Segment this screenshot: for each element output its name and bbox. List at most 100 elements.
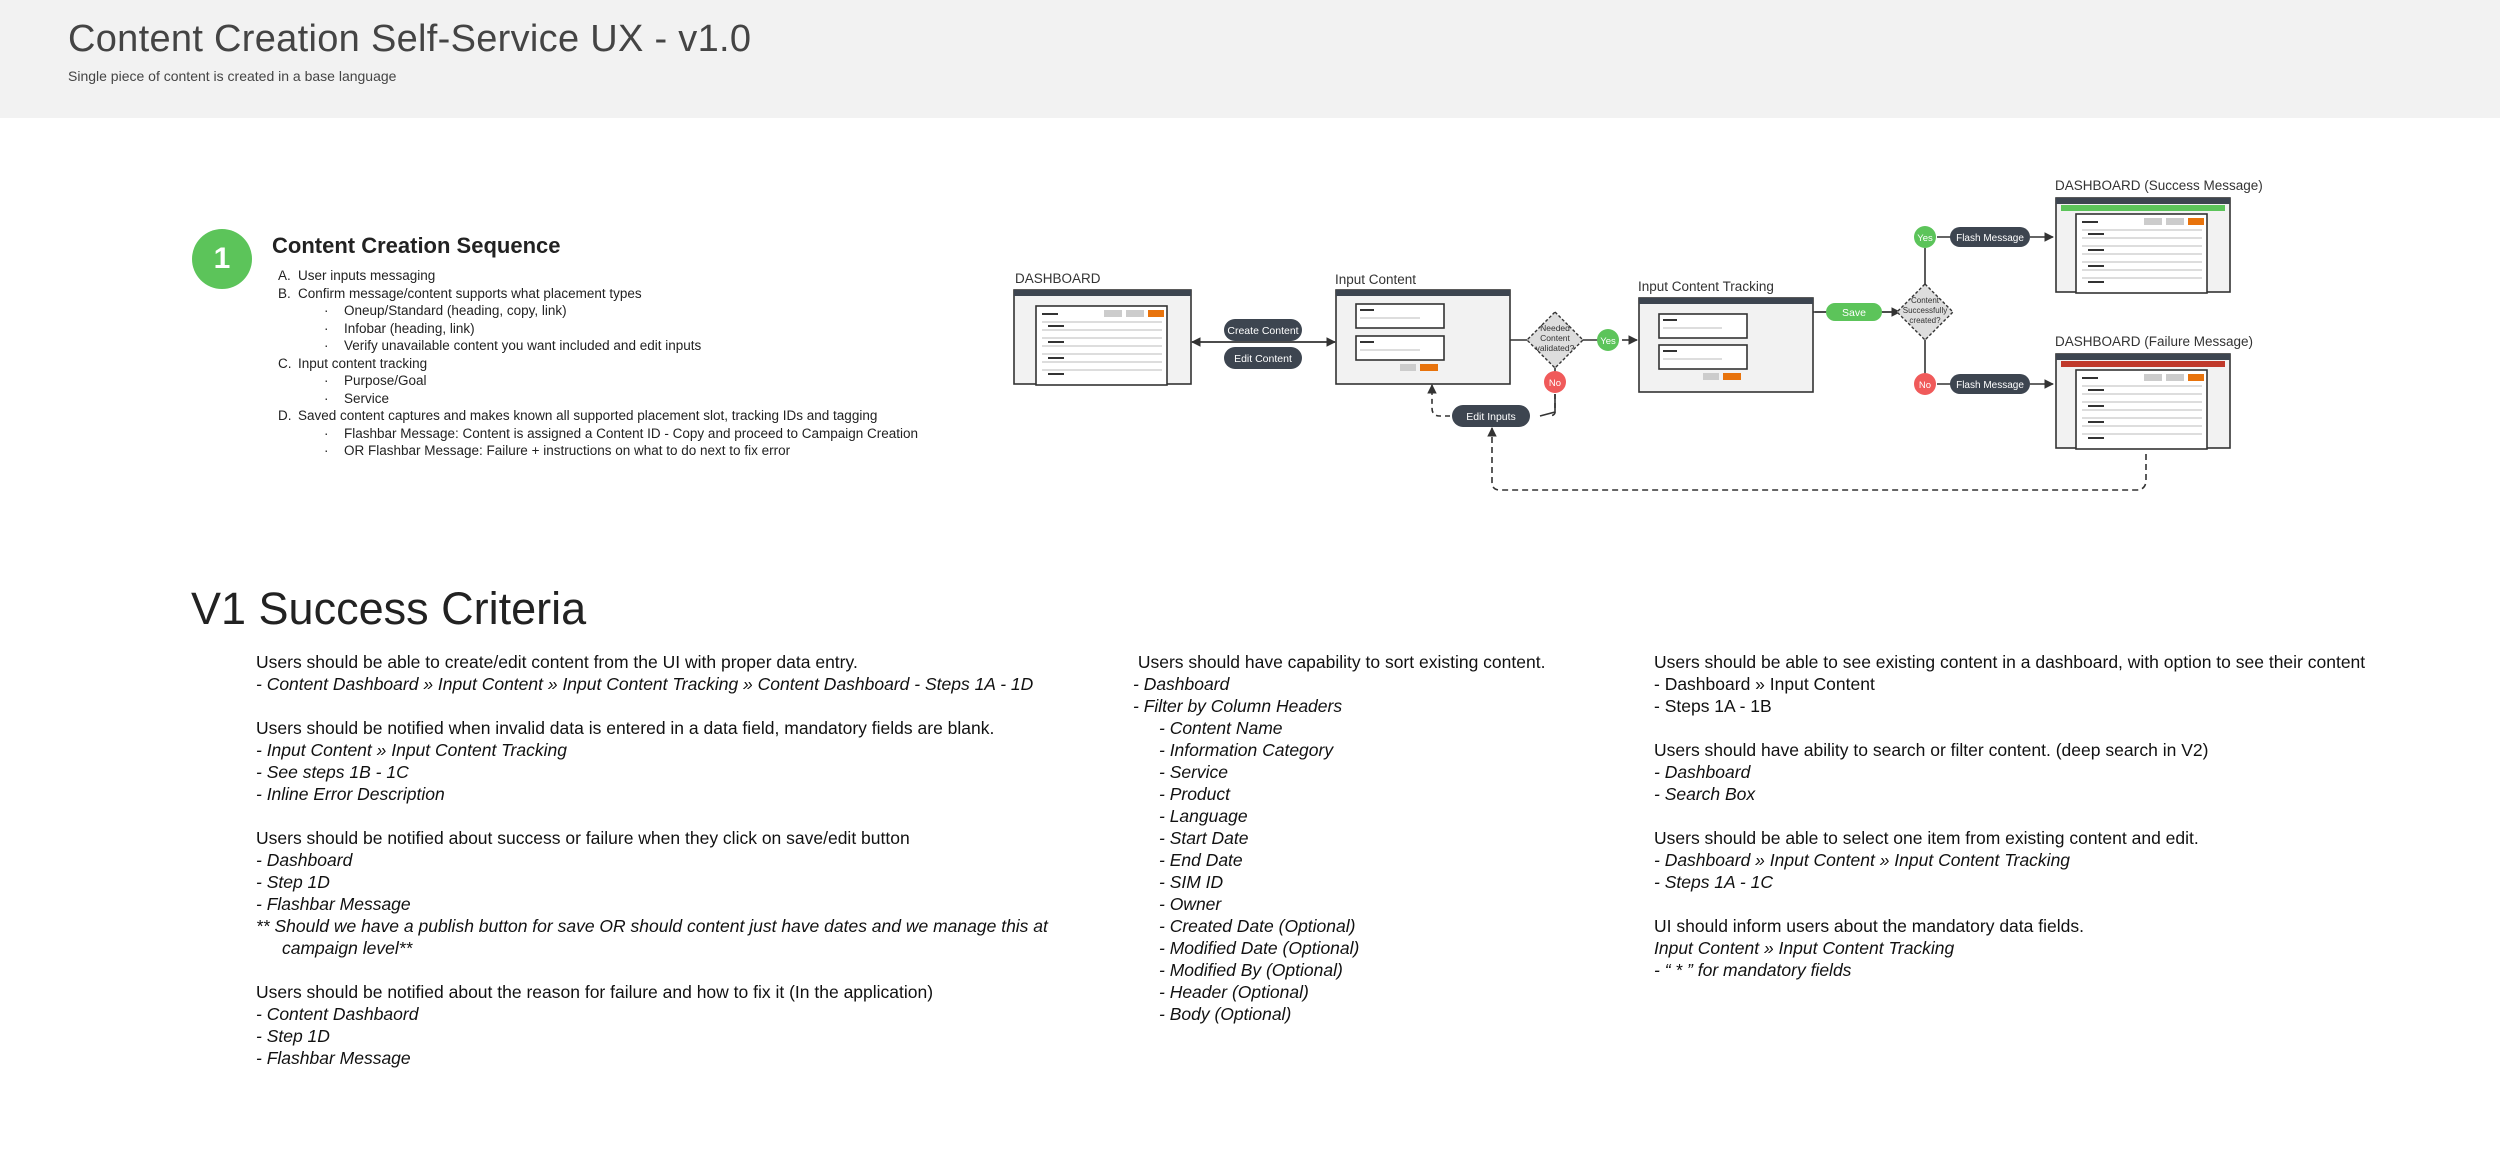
sequence-item-d: D.Saved content captures and makes known… <box>278 408 878 423</box>
criteria-line: - Step 1D <box>256 872 330 892</box>
edit-content-button[interactable]: Edit Content <box>1224 347 1302 369</box>
sequence-subitem: ·Purpose/Goal <box>324 373 427 388</box>
dashboard-screen <box>1013 289 1192 386</box>
criteria-line: - SIM ID <box>1159 872 1224 892</box>
input-content-label: Input Content <box>1335 272 1416 287</box>
criteria-line: Users should be notified when invalid da… <box>256 718 995 738</box>
criteria-column-1: Users should be able to create/edit cont… <box>256 651 1048 1069</box>
input-content-screen <box>1335 289 1511 385</box>
dashboard-success-screen <box>2055 197 2231 294</box>
input-tracking-screen <box>1638 297 1814 393</box>
criteria-line: - Input Content » Input Content Tracking <box>256 740 567 760</box>
success-criteria-heading: V1 Success Criteria <box>191 583 587 634</box>
input-tracking-label: Input Content Tracking <box>1638 279 1774 294</box>
criteria-line: - Content Dashboard » Input Content » In… <box>256 674 1034 694</box>
svg-text:validated?: validated? <box>1536 343 1575 353</box>
no-badge: No <box>1914 373 1936 395</box>
svg-text:Content: Content <box>1911 296 1940 305</box>
flash-message-success-pill: Flash Message <box>1950 227 2030 247</box>
criteria-line: - “ * ” for mandatory fields <box>1654 960 1852 980</box>
svg-text:Yes: Yes <box>1917 233 1933 244</box>
yes-badge: Yes <box>1597 329 1619 351</box>
criteria-line: - Language <box>1159 806 1248 826</box>
criteria-line: - Inline Error Description <box>256 784 445 804</box>
edit-inputs-button[interactable]: Edit Inputs <box>1452 405 1530 427</box>
criteria-column-3: Users should be able to see existing con… <box>1654 651 2365 981</box>
criteria-line: - Product <box>1159 784 1230 804</box>
criteria-line: - Start Date <box>1159 828 1249 848</box>
svg-text:Needed: Needed <box>1540 323 1570 333</box>
criteria-line: - Content Dashbaord <box>256 1004 419 1024</box>
step-number-badge: 1 <box>192 229 252 289</box>
criteria-line: - Owner <box>1159 894 1222 914</box>
svg-text:Flash Message: Flash Message <box>1956 380 2024 391</box>
dashboard-label: DASHBOARD <box>1015 271 1101 286</box>
svg-text:Successfully: Successfully <box>1903 306 1947 315</box>
svg-text:Create Content: Create Content <box>1227 325 1298 337</box>
criteria-line: ** Should we have a publish button for s… <box>256 916 1048 936</box>
criteria-line: - Steps 1A - 1C <box>1654 872 1773 892</box>
criteria-line: - See steps 1B - 1C <box>256 762 409 782</box>
criteria-line: - Flashbar Message <box>256 1048 411 1068</box>
criteria-line: Users should have capability to sort exi… <box>1133 652 1546 672</box>
sequence-list: A.User inputs messaging B.Confirm messag… <box>278 267 918 460</box>
page-header: Content Creation Self-Service UX - v1.0 … <box>0 0 2500 118</box>
criteria-line: - Modified Date (Optional) <box>1159 938 1360 958</box>
svg-text:No: No <box>1919 380 1931 391</box>
criteria-line: - Flashbar Message <box>256 894 411 914</box>
svg-text:Yes: Yes <box>1600 336 1616 347</box>
sequence-subitem: ·Infobar (heading, link) <box>324 320 475 336</box>
criteria-line: - Step 1D <box>256 1026 330 1046</box>
sequence-item-a: A.User inputs messaging <box>278 268 436 283</box>
svg-text:Save: Save <box>1842 307 1866 319</box>
flow-connectors <box>1191 232 2147 491</box>
content-validated-decision: Needed Content validated? <box>1526 311 1584 369</box>
sequence-item-c: C.Input content tracking <box>278 355 428 371</box>
sequence-subitem: ·OR Flashbar Message: Failure + instruct… <box>324 443 791 458</box>
yes-badge: Yes <box>1914 226 1936 248</box>
criteria-line: - Created Date (Optional) <box>1159 916 1356 936</box>
create-content-button[interactable]: Create Content <box>1224 319 1302 341</box>
sequence-title: Content Creation Sequence <box>272 233 561 258</box>
criteria-line: Users should be notified about success o… <box>256 828 910 848</box>
page-title: Content Creation Self-Service UX - v1.0 <box>68 18 752 60</box>
dashboard-success-label: DASHBOARD (Success Message) <box>2055 178 2263 193</box>
criteria-line: - Dashboard » Input Content <box>1654 674 1875 694</box>
content-created-decision: Content Successfully created? <box>1896 283 1954 341</box>
criteria-line: - Content Name <box>1159 718 1283 738</box>
criteria-line: - Header (Optional) <box>1159 982 1309 1002</box>
sequence-subitem: ·Flashbar Message: Content is assigned a… <box>324 425 919 441</box>
criteria-line: - Body (Optional) <box>1159 1004 1292 1024</box>
criteria-line: - Modified By (Optional) <box>1159 960 1343 980</box>
criteria-line: - Dashboard <box>1654 762 1751 782</box>
criteria-line: Users should be able to create/edit cont… <box>256 652 858 672</box>
criteria-line: Users should be able to select one item … <box>1654 828 2199 848</box>
criteria-line: campaign level** <box>282 938 413 958</box>
criteria-line: - Steps 1A - 1B <box>1654 696 1772 716</box>
flash-message-failure-pill: Flash Message <box>1950 374 2030 394</box>
sequence-subitem: ·Oneup/Standard (heading, copy, link) <box>324 303 567 318</box>
dashboard-failure-screen <box>2055 353 2231 450</box>
criteria-line: - End Date <box>1159 850 1243 870</box>
dashboard-failure-label: DASHBOARD (Failure Message) <box>2055 334 2253 349</box>
svg-text:No: No <box>1549 378 1561 389</box>
svg-text:created?: created? <box>1909 316 1941 325</box>
svg-text:Edit Content: Edit Content <box>1234 353 1292 365</box>
sequence-subitem: ·Verify unavailable content you want inc… <box>324 338 702 353</box>
svg-text:Flash Message: Flash Message <box>1956 233 2024 244</box>
criteria-line: UI should inform users about the mandato… <box>1654 916 2084 936</box>
page-subtitle: Single piece of content is created in a … <box>68 68 397 84</box>
criteria-line: - Dashboard » Input Content » Input Cont… <box>1654 850 2071 870</box>
sequence-subitem: ·Service <box>324 390 390 406</box>
flow-diagram: DASHBOARD Create Content Edit Content In… <box>1013 178 2263 491</box>
criteria-line: - Filter by Column Headers <box>1133 696 1343 716</box>
criteria-line: - Search Box <box>1654 784 1756 804</box>
criteria-column-2: Users should have capability to sort exi… <box>1133 651 1545 1025</box>
criteria-line: - Dashboard <box>256 850 353 870</box>
sequence-item-b: B.Confirm message/content supports what … <box>278 285 642 301</box>
criteria-line: Input Content » Input Content Tracking <box>1654 938 1955 958</box>
save-button[interactable]: Save <box>1826 303 1882 321</box>
criteria-line: - Dashboard <box>1133 674 1230 694</box>
criteria-line: Users should have ability to search or f… <box>1654 740 2209 760</box>
criteria-line: Users should be able to see existing con… <box>1654 652 2366 672</box>
